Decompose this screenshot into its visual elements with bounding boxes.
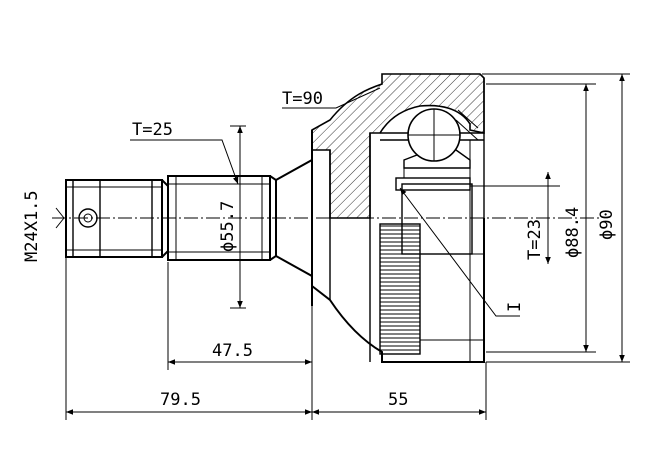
abs-ring: [379, 223, 421, 355]
label-dia-inner: ϕ88.4: [563, 207, 583, 258]
label-thread: M24X1.5: [22, 190, 42, 262]
label-t-inner: T=23: [525, 219, 545, 260]
bell-housing: [311, 73, 485, 363]
label-len-stem: 47.5: [212, 341, 253, 361]
bell-shell-hatched: [311, 73, 485, 219]
label-dia-stem: ϕ55.7: [218, 201, 238, 252]
label-marker: I: [505, 302, 525, 312]
label-len-total: 79.5: [160, 390, 201, 410]
threaded-end: [55, 179, 169, 258]
label-dia-outer: ϕ90: [597, 209, 617, 240]
label-t-outer: T=90: [282, 89, 323, 109]
label-len-bell: 55: [388, 390, 408, 410]
dimensions: [65, 73, 630, 420]
cross-hole: [78, 208, 98, 228]
label-t-stem: T=25: [132, 120, 173, 140]
splined-stem: [167, 158, 313, 278]
labels: T=90 T=25 M24X1.5 ϕ55.7 T=23 ϕ88.4 ϕ90 I…: [22, 89, 617, 410]
